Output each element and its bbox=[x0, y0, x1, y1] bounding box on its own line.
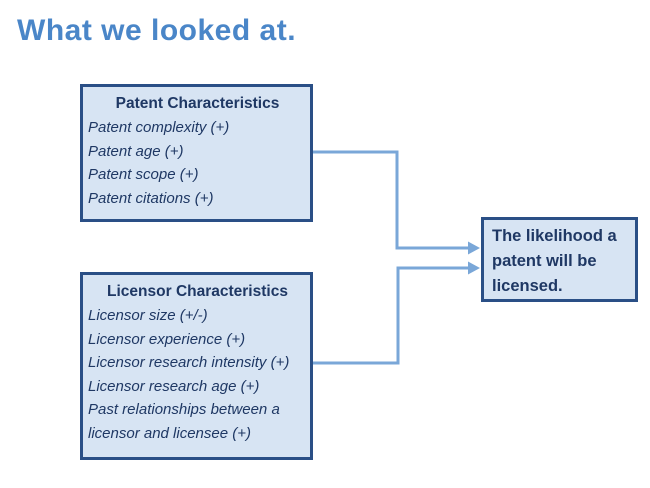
list-item: Licensor research intensity (+) bbox=[88, 354, 290, 371]
patent-box-header: Patent Characteristics bbox=[115, 95, 280, 112]
outcome-box: The likelihood a patent will be licensed… bbox=[481, 217, 638, 302]
patent-box-list: Patent complexity (+) Patent age (+) Pat… bbox=[88, 116, 307, 210]
connector-licensor-to-outcome bbox=[313, 266, 469, 365]
licensor-box-header: Licensor Characteristics bbox=[107, 283, 288, 300]
list-item: Licensor research age (+) bbox=[88, 377, 260, 395]
patent-characteristics-box: Patent Characteristics Patent complexity… bbox=[80, 84, 313, 222]
list-item: Patent citations (+) bbox=[88, 189, 214, 207]
licensor-box-list: Licensor size (+/-) Licensor experience … bbox=[88, 304, 307, 445]
connector-patent-to-outcome bbox=[313, 150, 469, 250]
arrowhead-icon bbox=[468, 241, 480, 255]
list-item: Licensor experience (+) bbox=[88, 330, 246, 348]
outcome-box-text: The likelihood a patent will be licensed… bbox=[492, 227, 617, 295]
slide-title: What we looked at. bbox=[17, 14, 297, 47]
list-item: Patent scope (+) bbox=[88, 166, 199, 183]
list-item: Patent complexity (+) bbox=[88, 119, 230, 136]
licensor-characteristics-box: Licensor Characteristics Licensor size (… bbox=[80, 272, 313, 460]
list-item: Licensor size (+/-) bbox=[88, 307, 208, 324]
list-item: Past relationships between a licensor an… bbox=[88, 401, 280, 442]
list-item: Patent age (+) bbox=[88, 142, 184, 160]
arrowhead-icon bbox=[468, 261, 480, 275]
